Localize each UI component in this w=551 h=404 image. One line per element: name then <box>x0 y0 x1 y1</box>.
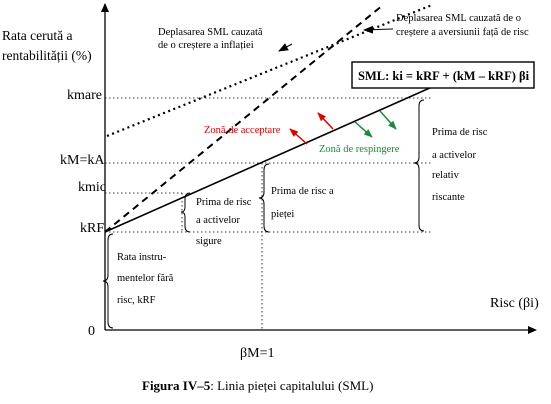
inflation-note-line2: de o creștere a inflației <box>158 40 254 51</box>
acceptance-zone-label: Zonă de acceptare <box>204 125 281 136</box>
brace-market-premium <box>258 163 270 233</box>
sml-formula: SML: ki = kRF + (kM – kRF) βi <box>358 69 530 83</box>
aversion-note-line1: Deplasarea SML cauzată de o <box>396 13 521 24</box>
brace-safe-premium <box>180 192 191 233</box>
rejection-arrow-2 <box>379 110 397 130</box>
riskfree-note-line1: Rata instru- <box>117 252 167 263</box>
market-premium-line1: Prima de risc a <box>271 186 334 197</box>
relative-premium-line3: relativ <box>432 170 460 181</box>
riskfree-note-line2: mentelor fără <box>117 273 174 284</box>
x-axis-label: Risc (βi) <box>490 296 539 311</box>
acceptance-arrow-1 <box>289 128 308 145</box>
aversion-note-line2: creștere a aversiunii față de risc <box>396 27 529 38</box>
safe-premium-line1: Prima de risc <box>196 197 252 208</box>
tick-k-m-k-a: kM=kA <box>60 153 105 168</box>
rejection-arrow-1 <box>354 121 373 138</box>
tick-k-rf: kRF <box>80 221 104 236</box>
tick-k-mare: kmare <box>67 88 102 103</box>
origin-label: 0 <box>88 324 95 339</box>
sml-formula-box <box>351 61 535 89</box>
tick-beta-m: βM=1 <box>240 346 274 361</box>
relative-premium-line4: riscante <box>432 192 465 203</box>
inflation-pointer-arrow <box>278 43 293 52</box>
rejection-zone-label: Zonă de respingere <box>319 144 400 155</box>
brace-risk-free <box>102 233 114 329</box>
y-axis-label-line1: Rata cerută a <box>2 28 72 43</box>
figure-caption: Figura IV–5: Linia pieței capitalului (S… <box>142 378 373 393</box>
riskfree-note-line3: risc, kRF <box>117 295 156 306</box>
brace-relative-premium <box>413 99 425 232</box>
y-axis-label-line2: rentabilității (%) <box>2 48 92 63</box>
safe-premium-line3: sigure <box>196 236 222 247</box>
caption-text: : Linia pieței capitalului (SML) <box>210 378 373 393</box>
aversion-pointer-arrow <box>363 25 394 34</box>
x-axis-arrowhead <box>528 326 537 334</box>
sml-inflation-line <box>106 3 433 138</box>
relative-premium-line2: a activelor <box>432 150 477 161</box>
safe-premium-line2: a activelor <box>196 215 241 226</box>
inflation-note-line1: Deplasarea SML cauzată <box>158 27 263 38</box>
guide-lines <box>105 97 432 330</box>
y-axis-arrowhead <box>101 3 109 12</box>
acceptance-arrow-2 <box>317 112 334 130</box>
relative-premium-line1: Prima de risc <box>432 127 488 138</box>
market-premium-line2: pieței <box>271 209 294 220</box>
caption-label: Figura IV–5 <box>142 378 211 393</box>
sml-line <box>104 86 433 233</box>
tick-k-mic: kmic <box>78 180 106 195</box>
